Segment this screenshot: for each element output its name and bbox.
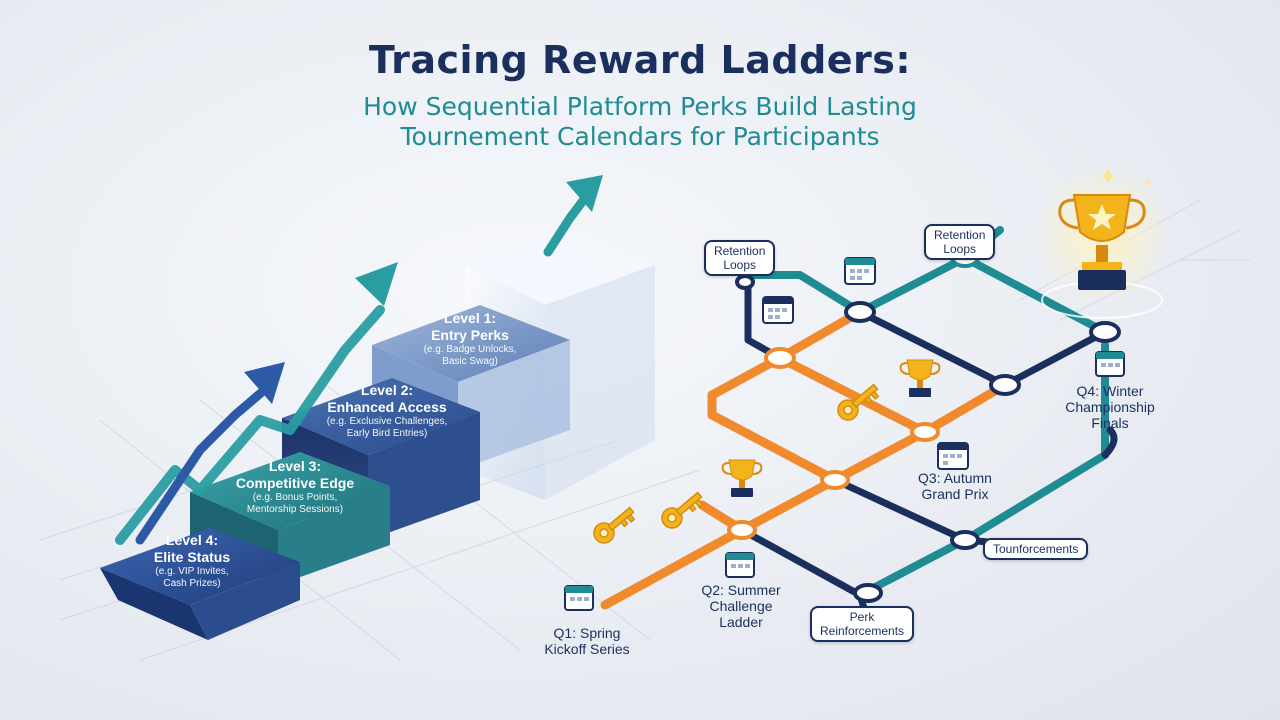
- subtitle-line-1: How Sequential Platform Perks Build Last…: [363, 92, 917, 121]
- level-3-name: Competitive Edge: [235, 475, 355, 491]
- q-line: Q2: Summer: [701, 582, 781, 598]
- level-3-number: Level 3:: [268, 458, 322, 474]
- q4-label: Q4: Winter Championship Finals: [1040, 383, 1180, 431]
- q-line: Grand Prix: [921, 486, 989, 502]
- q-line: Q4: Winter: [1076, 383, 1144, 399]
- level-3-desc-1: (e.g. Bonus Points,: [252, 492, 338, 503]
- level-2-desc-1: (e.g. Exclusive Challenges,: [326, 416, 448, 427]
- level-4-desc-1: (e.g. VIP Invites,: [155, 566, 229, 577]
- q-line: Challenge: [709, 598, 773, 614]
- tag-line: Retention: [714, 244, 766, 258]
- level-2-label: Level 2: Enhanced Access (e.g. Exclusive…: [292, 382, 482, 440]
- tounforcements-tag: Tounforcements: [983, 538, 1089, 560]
- growth-arrow-icon: [115, 175, 603, 545]
- tag-line: Tounforcements: [993, 542, 1079, 556]
- q-line: Q3: Autumn: [918, 470, 992, 486]
- tag-line: Reinforcements: [820, 624, 905, 638]
- q-line: Championship: [1065, 399, 1155, 415]
- q3-label: Q3: Autumn Grand Prix: [895, 470, 1015, 502]
- step-level-4: [100, 528, 300, 640]
- level-1-label: Level 1: Entry Perks (e.g. Badge Unlocks…: [390, 310, 550, 368]
- tag-line: Loops: [723, 258, 757, 272]
- level-3-desc-2: Mentorship Sessions): [246, 504, 344, 515]
- navy-path: [738, 276, 1118, 632]
- q-line: Q1: Spring: [553, 625, 621, 641]
- q1-label: Q1: Spring Kickoff Series: [512, 625, 662, 657]
- path-node: [727, 248, 1121, 603]
- calendar-icon: [564, 257, 1125, 611]
- championship-trophy-icon: [1032, 165, 1172, 319]
- level-1-desc-1: (e.g. Badge Unlocks,: [423, 344, 517, 355]
- retention-loops-tag-top: Retention Loops: [924, 224, 996, 260]
- level-2-name: Enhanced Access: [327, 399, 447, 415]
- retention-loops-tag-left: Retention Loops: [704, 240, 776, 276]
- tag-line: Retention: [934, 228, 986, 242]
- level-3-label: Level 3: Competitive Edge (e.g. Bonus Po…: [205, 458, 385, 516]
- level-4-desc-2: Cash Prizes): [163, 578, 221, 589]
- level-4-number: Level 4:: [165, 532, 219, 548]
- q-line: Ladder: [719, 614, 763, 630]
- level-2-number: Level 2:: [360, 382, 414, 398]
- page-title: Tracing Reward Ladders:: [368, 38, 912, 82]
- level-1-desc-2: Basic Swag): [442, 356, 498, 367]
- level-1-name: Entry Perks: [431, 327, 509, 343]
- q2-label: Q2: Summer Challenge Ladder: [676, 582, 806, 630]
- key-icon: [593, 383, 880, 544]
- level-2-desc-2: Early Bird Entries): [346, 428, 428, 439]
- tag-line: Perk: [849, 610, 875, 624]
- q-line: Finals: [1091, 415, 1129, 431]
- q-line: Kickoff Series: [544, 641, 630, 657]
- perk-reinforcements-tag: Perk Reinforcements: [810, 606, 915, 642]
- level-4-label: Level 4: Elite Status (e.g. VIP Invites,…: [112, 532, 272, 590]
- level-1-number: Level 1:: [443, 310, 497, 326]
- subtitle-line-2: Tournement Calendars for Participants: [400, 122, 880, 151]
- level-4-name: Elite Status: [153, 549, 231, 565]
- tag-line: Loops: [943, 242, 977, 256]
- trophy-icon: [721, 359, 941, 497]
